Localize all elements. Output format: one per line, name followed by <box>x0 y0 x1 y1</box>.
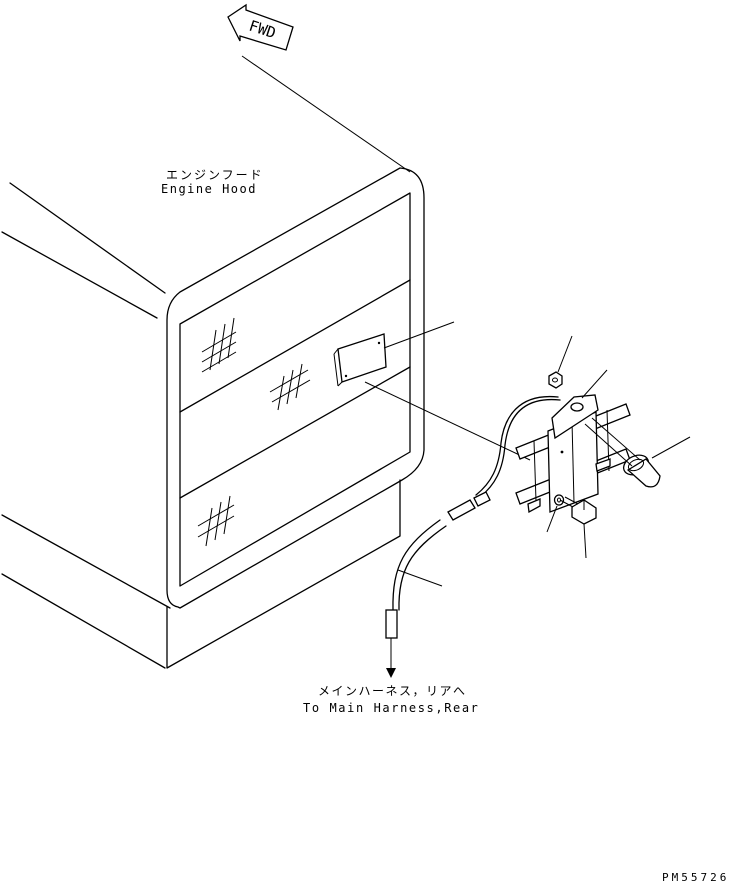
lamp-component <box>622 454 661 488</box>
plate-component <box>333 333 387 387</box>
bracket-projection-line <box>364 381 531 461</box>
plate-leader-line <box>383 321 455 349</box>
washer-leader-line <box>546 505 558 533</box>
lamp-wire <box>591 417 641 461</box>
engine-hood-outline <box>1 167 425 669</box>
bolt-leader-line <box>583 523 587 559</box>
engine-hood-label-en: Engine Hood <box>161 182 257 196</box>
bolt-component <box>559 496 597 525</box>
harness-label-en: To Main Harness,Rear <box>303 701 480 715</box>
bracket-assembly <box>515 394 631 514</box>
fwd-arrow-icon: FWD <box>227 3 294 51</box>
bracket-leader-line <box>581 369 608 399</box>
nut-component <box>548 371 563 389</box>
wiring-harness <box>385 395 561 670</box>
panel-hatch-marks <box>197 317 311 547</box>
drawing-number: PM55726 <box>662 871 729 882</box>
engine-hood-label-jp: エンジンフード <box>166 168 264 182</box>
direction-arrow-icon <box>386 660 396 678</box>
fwd-leader-line <box>241 55 411 173</box>
lamp-wire-2 <box>584 423 633 467</box>
nut-leader-line <box>557 335 573 373</box>
harness-label-jp: メインハーネス，リアへ <box>318 684 467 698</box>
washer-component <box>553 494 565 506</box>
lamp-leader-line <box>651 436 691 459</box>
